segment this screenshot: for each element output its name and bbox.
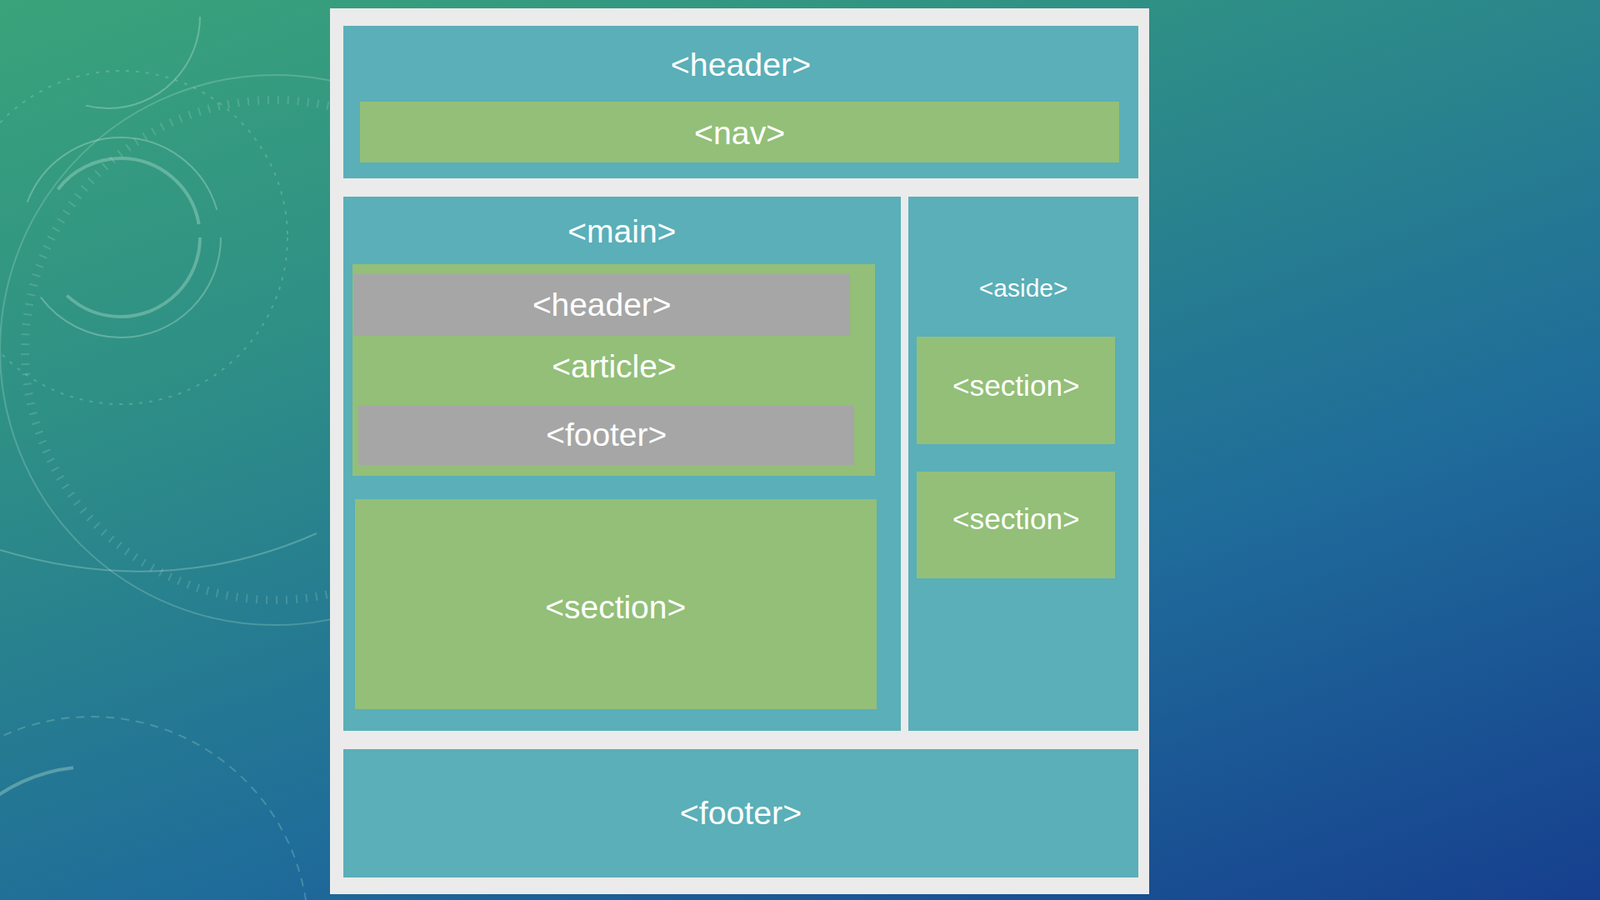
tag-label: <section> <box>916 502 1115 536</box>
nav-bar: <nav> <box>360 101 1120 162</box>
tag-label: <article> <box>352 348 875 386</box>
tag-label: <footer> <box>343 794 1139 832</box>
tag-label: <main> <box>343 213 901 251</box>
tag-label: <nav> <box>360 114 1120 152</box>
tag-label: <header> <box>343 45 1139 84</box>
tag-label: <header> <box>353 286 850 325</box>
aside-section: <section> <box>916 336 1115 445</box>
tag-label: <section> <box>355 589 877 627</box>
article-header: <header> <box>353 274 850 335</box>
footer-band: <footer> <box>343 749 1139 878</box>
header-band: <nav> <header> <box>343 25 1139 180</box>
article-footer: <footer> <box>358 405 855 465</box>
main-region: <header> <footer> <article> <section> <main> <box>343 196 901 730</box>
aside-region: <section> <section> <aside> <box>908 196 1139 730</box>
tag-label: <aside> <box>908 274 1139 303</box>
tag-label: <section> <box>916 369 1115 403</box>
aside-section: <section> <box>916 471 1115 580</box>
article-box: <header> <footer> <article> <box>352 264 875 475</box>
section-box: <section> <box>355 499 877 710</box>
tag-label: <footer> <box>358 416 855 455</box>
